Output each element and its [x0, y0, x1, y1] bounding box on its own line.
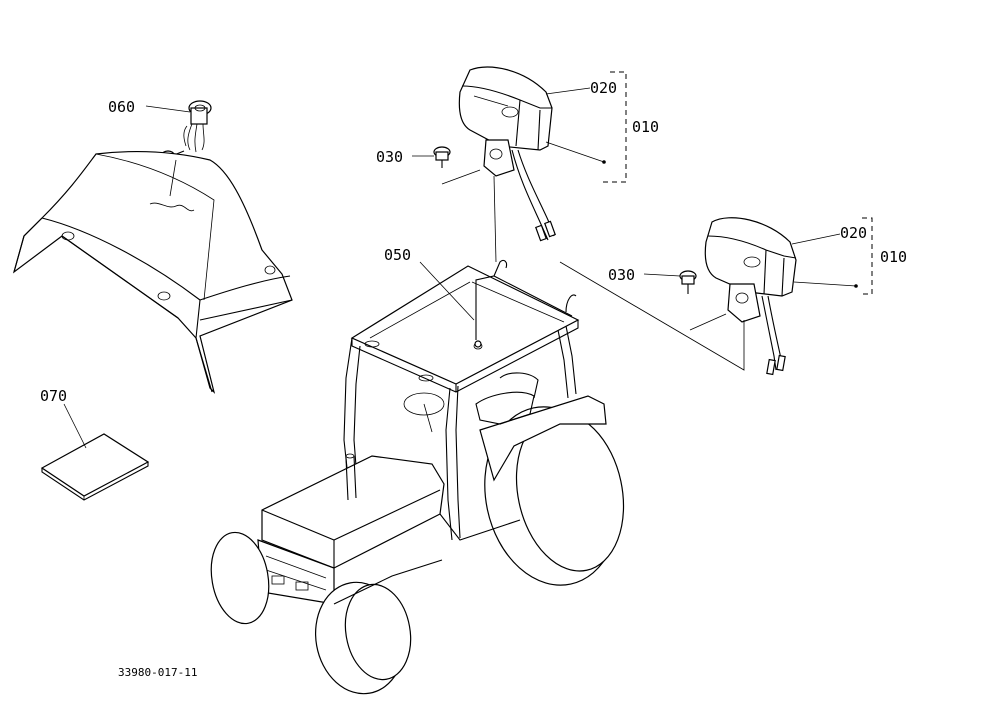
bracket-010a	[600, 71, 627, 183]
leader-050	[419, 261, 475, 321]
dot-010b	[854, 284, 858, 288]
leader-lower-bolt-bracket	[689, 313, 727, 331]
manual-part-070[interactable]	[40, 433, 150, 501]
bolt-lower-part-030[interactable]	[679, 270, 697, 294]
leader-020a	[545, 87, 591, 95]
leader-upper-lamp-to-roof	[493, 175, 497, 263]
leader-010b	[793, 281, 857, 287]
leader-lower-lamp-to-roof	[559, 261, 745, 371]
bracket-010b	[862, 217, 873, 295]
switch-part-060[interactable]	[183, 100, 212, 153]
leader-070	[63, 403, 87, 449]
callout-050: 050	[384, 246, 411, 264]
leader-060	[145, 105, 191, 113]
callout-010a: 010	[632, 118, 659, 136]
harness-part-050[interactable]	[474, 259, 577, 348]
callout-030a: 030	[376, 148, 403, 166]
callout-010b: 010	[880, 248, 907, 266]
drawing-number: 33980-017-11	[118, 666, 197, 679]
leader-030b	[643, 273, 681, 277]
callout-070: 070	[40, 387, 67, 405]
callout-020a: 020	[590, 79, 617, 97]
callout-030b: 030	[608, 266, 635, 284]
work-lamp-upper-part-010[interactable]	[458, 66, 556, 242]
tractor-body	[210, 265, 625, 695]
leader-020b	[791, 233, 841, 245]
leader-010a	[545, 141, 605, 163]
roof-cover	[12, 150, 293, 394]
work-lamp-lower-part-010[interactable]	[704, 217, 797, 376]
callout-060: 060	[108, 98, 135, 116]
dot-010a	[602, 160, 606, 164]
bolt-upper-part-030[interactable]	[433, 146, 451, 168]
callout-020b: 020	[840, 224, 867, 242]
leader-upper-bolt-bracket	[441, 169, 481, 185]
